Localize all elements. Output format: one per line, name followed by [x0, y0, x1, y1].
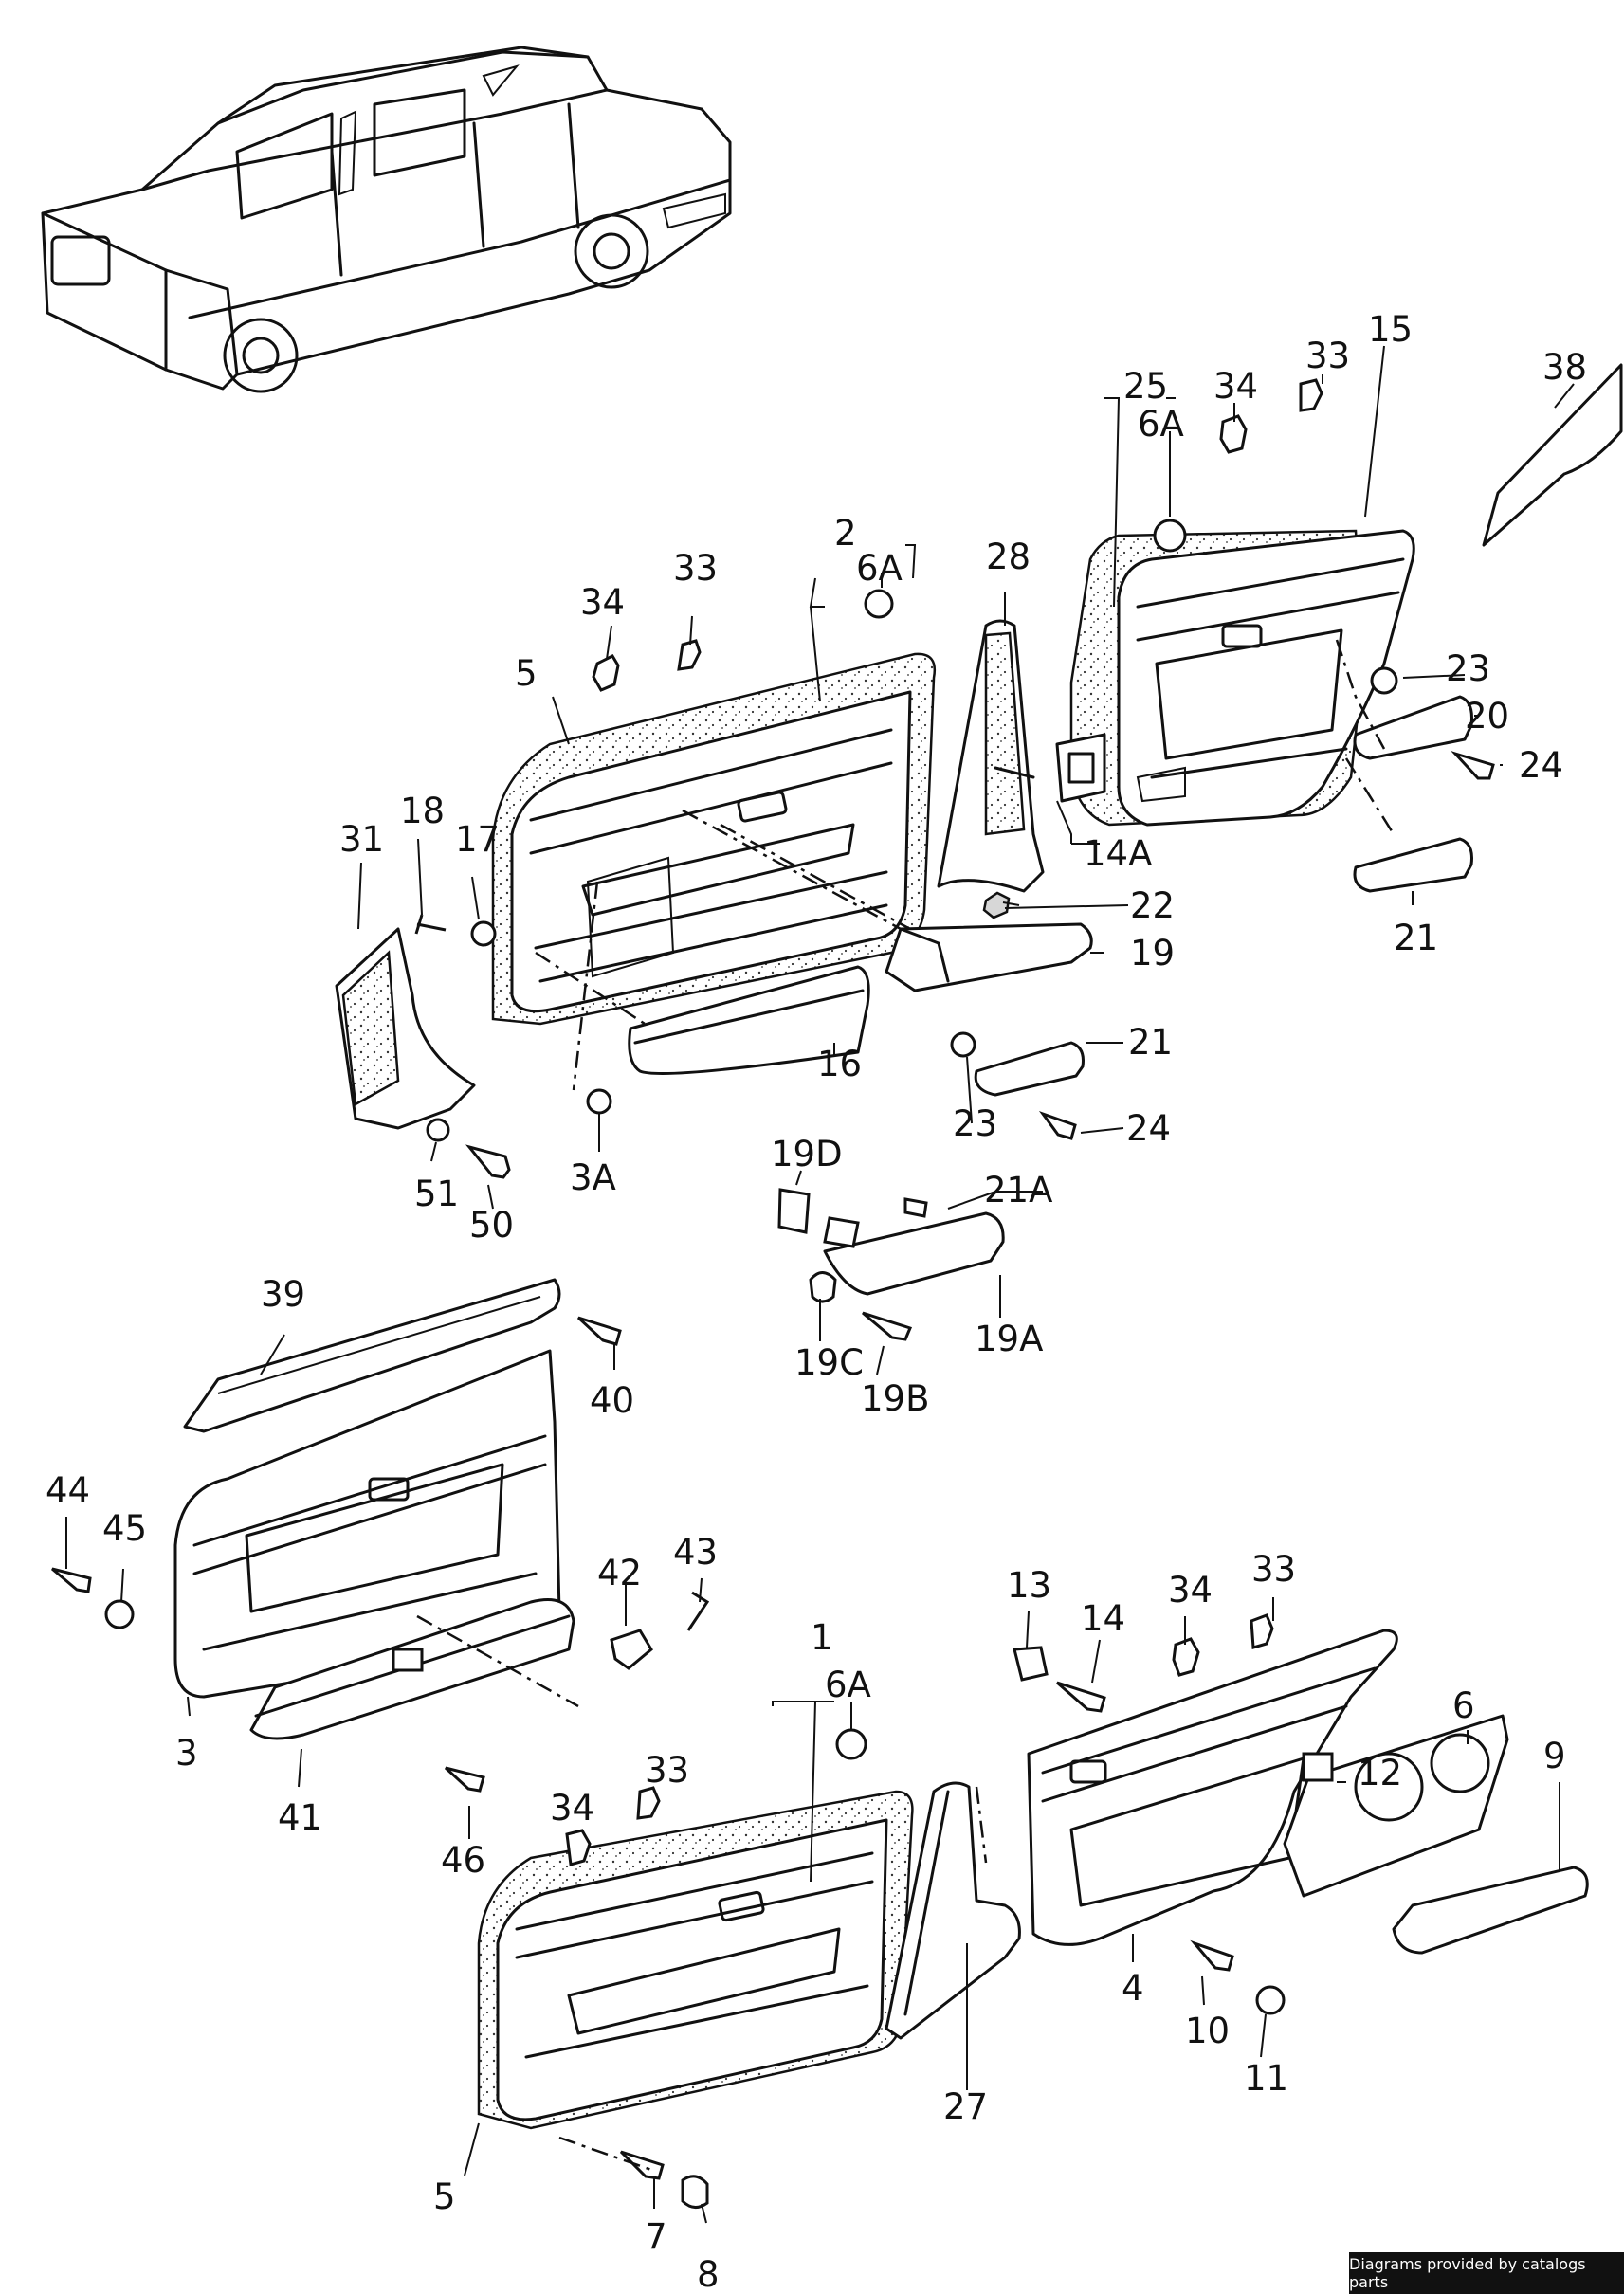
door-pocket-16 — [628, 965, 870, 1075]
armrest-21 — [974, 1041, 1085, 1097]
front-door-panel-1 — [477, 1790, 914, 2130]
callout-27: 27 — [943, 2086, 988, 2127]
callout-10: 10 — [1185, 2011, 1230, 2051]
callout-16: 16 — [817, 1044, 862, 1084]
rear-fasteners-upper — [1153, 378, 1495, 780]
callout-24: 24 — [1126, 1108, 1171, 1149]
door-pocket-41 — [249, 1598, 575, 1740]
callout-41: 41 — [278, 1797, 322, 1838]
callout-23: 23 — [1446, 648, 1490, 689]
callout-34: 34 — [580, 582, 625, 623]
callout-19: 19 — [1130, 933, 1175, 974]
callout-6A: 6A — [1138, 404, 1184, 445]
callout-50: 50 — [469, 1205, 514, 1246]
lower-right-fasteners — [565, 1613, 1334, 2209]
callout-31: 31 — [339, 819, 384, 860]
rear-door-panel-25 — [1069, 529, 1415, 827]
callout-33: 33 — [645, 1750, 689, 1791]
callout-45: 45 — [102, 1508, 147, 1549]
callout-42: 42 — [597, 1553, 642, 1593]
callout-5: 5 — [515, 653, 538, 694]
credit-badge: Diagrams provided by catalogs parts — [1349, 2252, 1624, 2294]
callout-4: 4 — [1122, 1968, 1144, 2009]
callout-19C: 19C — [794, 1342, 864, 1383]
leader-lines — [65, 345, 1575, 2224]
callout-7: 7 — [645, 2216, 667, 2257]
callout-40: 40 — [590, 1380, 634, 1421]
callout-labels: 15 38 25 34 33 6A 28 2 6A 34 33 5 23 20 … — [46, 309, 1587, 2294]
callout-19A: 19A — [975, 1319, 1043, 1359]
callout-21: 21 — [1128, 1022, 1173, 1063]
front-fasteners-upper — [414, 589, 1077, 1179]
callout-17: 17 — [455, 819, 500, 860]
armrest-20 — [1353, 695, 1473, 760]
trim-38 — [1482, 363, 1623, 547]
callout-6A: 6A — [825, 1665, 871, 1705]
callout-39: 39 — [261, 1274, 305, 1315]
b-pillar-trim-28 — [937, 619, 1045, 893]
callout-11: 11 — [1244, 2058, 1288, 2099]
callout-6A: 6A — [856, 548, 903, 589]
callout-18: 18 — [400, 791, 445, 831]
armrest-bracket-6 — [1283, 1714, 1509, 1898]
callout-38: 38 — [1542, 347, 1587, 388]
callout-34: 34 — [1213, 366, 1258, 407]
door-panel-3 — [173, 1349, 561, 1699]
callout-1: 1 — [811, 1617, 833, 1658]
callout-13: 13 — [1007, 1565, 1051, 1606]
callout-8: 8 — [697, 2254, 720, 2294]
callout-33: 33 — [1305, 336, 1350, 376]
callout-33: 33 — [1251, 1549, 1296, 1590]
callout-44: 44 — [46, 1470, 90, 1511]
callout-34: 34 — [550, 1788, 594, 1829]
callout-3: 3 — [175, 1733, 198, 1774]
callout-2: 2 — [834, 513, 857, 554]
front-door-panel-2 — [491, 652, 937, 1026]
rear-panel-31 — [335, 927, 476, 1130]
callout-28: 28 — [986, 537, 1031, 577]
callout-19B: 19B — [861, 1378, 929, 1419]
rear-door-panel-4 — [1027, 1629, 1398, 1946]
callout-19D: 19D — [771, 1134, 843, 1174]
trim-strip-39 — [183, 1278, 561, 1433]
callout-14A: 14A — [1084, 833, 1152, 874]
callout-46: 46 — [441, 1840, 485, 1881]
lower-left-fasteners — [51, 1316, 710, 1793]
b-pillar-lower-27 — [885, 1781, 1021, 2040]
callout-14: 14 — [1081, 1598, 1125, 1639]
callout-9: 9 — [1543, 1736, 1566, 1776]
callout-33: 33 — [673, 548, 718, 589]
armrest-19 — [885, 891, 1093, 992]
handle-19A — [777, 1188, 1005, 1341]
callout-25: 25 — [1123, 366, 1168, 407]
callout-34: 34 — [1168, 1570, 1213, 1611]
callout-22: 22 — [1130, 885, 1175, 926]
callout-24: 24 — [1519, 745, 1563, 786]
callout-20: 20 — [1465, 696, 1509, 737]
callout-43: 43 — [673, 1532, 718, 1573]
callout-21A: 21A — [984, 1170, 1052, 1211]
callout-3A: 3A — [570, 1157, 616, 1198]
car-illustration — [41, 46, 732, 393]
callout-23: 23 — [953, 1103, 997, 1144]
callout-12: 12 — [1358, 1753, 1402, 1793]
callout-21: 21 — [1394, 918, 1438, 958]
callout-5: 5 — [433, 2176, 456, 2217]
armrest-cover-9 — [1392, 1866, 1589, 1955]
armrest-21-right — [1353, 837, 1473, 893]
callout-51: 51 — [414, 1174, 459, 1214]
callout-6: 6 — [1452, 1685, 1475, 1726]
callout-15: 15 — [1368, 309, 1413, 350]
latch-plate-14A — [1055, 733, 1106, 803]
